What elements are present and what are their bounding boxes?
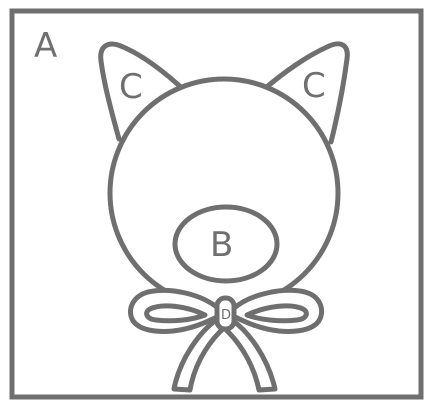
label-d: D — [221, 308, 231, 323]
label-c-right: C — [302, 66, 326, 106]
label-a: A — [34, 26, 57, 66]
label-c-left: C — [119, 67, 143, 107]
label-b: B — [210, 225, 233, 265]
